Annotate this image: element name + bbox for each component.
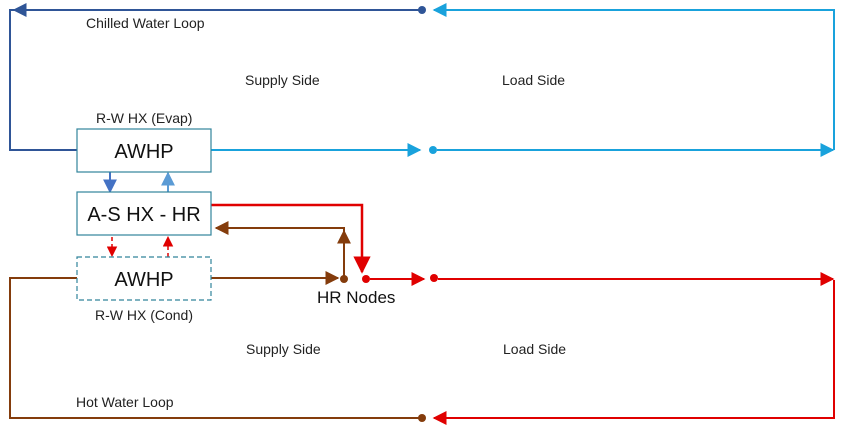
hot-water-loop-label: Hot Water Loop <box>76 394 174 410</box>
hr-node-brown <box>340 275 348 283</box>
awhp-cond-label: AWHP <box>114 269 173 291</box>
hr-nodes-label: HR Nodes <box>317 288 395 307</box>
load-side-top-label: Load Side <box>502 72 565 88</box>
chilled-supply-inlet-pipe <box>9 9 422 151</box>
hr-brown-pipe <box>214 221 345 276</box>
hot-supply-node-outlet <box>430 274 438 282</box>
awhp-evap-box[interactable]: AWHP <box>76 128 212 173</box>
chilled-water-loop-label: Chilled Water Loop <box>86 15 205 31</box>
chilled-return-pipe <box>432 3 835 150</box>
load-side-bottom-label: Load Side <box>503 341 566 357</box>
hr-red-pipe <box>211 203 371 274</box>
chilled-supply-node-top <box>418 6 426 14</box>
hr-node-red <box>362 275 370 283</box>
awhp-evap-label: AWHP <box>114 141 173 163</box>
supply-side-bottom-label: Supply Side <box>246 341 321 357</box>
hot-return-pipe <box>432 280 835 425</box>
hot-supply-inlet-pipe <box>9 277 422 419</box>
hx-links <box>103 171 175 258</box>
awhp-cond-box[interactable]: AWHP <box>76 256 212 301</box>
cond-hx-label: R-W HX (Cond) <box>95 307 193 323</box>
chilled-water-loop <box>9 3 835 157</box>
evap-hx-label: R-W HX (Evap) <box>96 110 192 126</box>
ashx-hr-label: A-S HX - HR <box>87 204 200 226</box>
hot-water-loop <box>9 203 835 425</box>
supply-side-top-label: Supply Side <box>245 72 320 88</box>
chilled-supply-node-outlet <box>429 146 437 154</box>
ashx-hr-box[interactable]: A-S HX - HR <box>76 191 212 236</box>
